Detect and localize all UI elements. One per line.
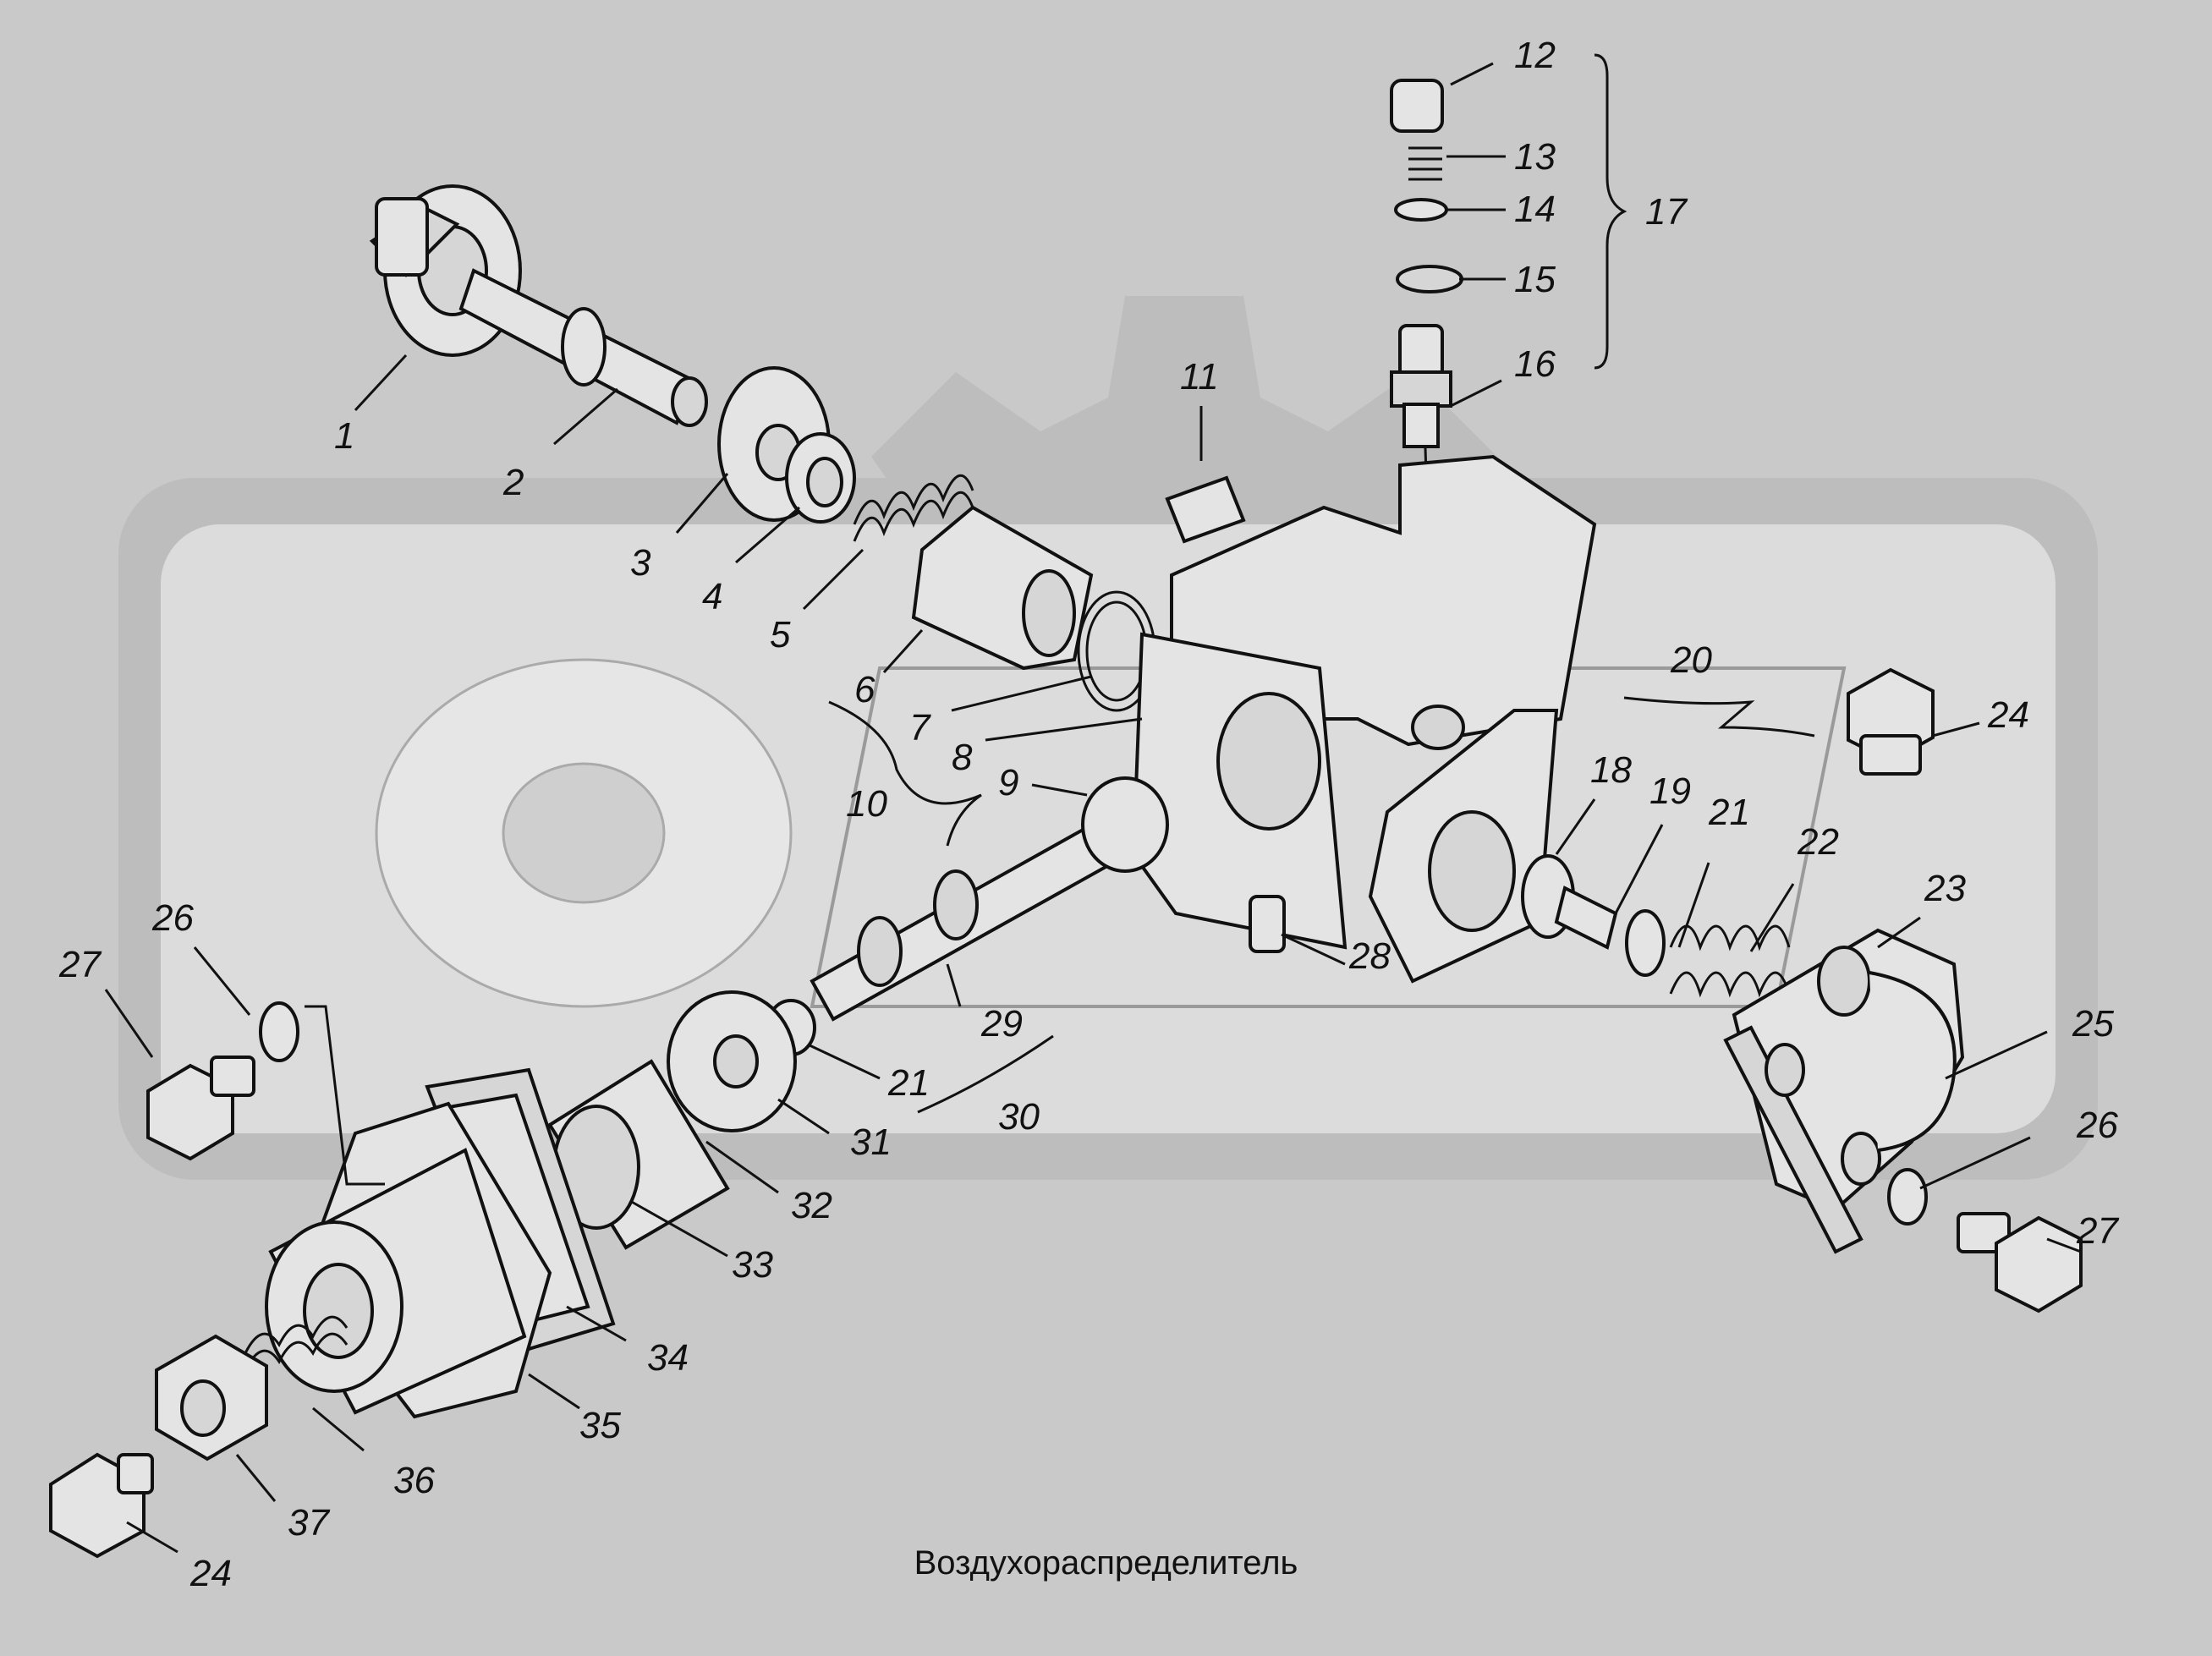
part-21-ring-right [1625, 909, 1666, 977]
part-33-sleeve [547, 1059, 730, 1250]
part-20-clip [1623, 696, 1815, 738]
part-36-spring [244, 1315, 349, 1371]
part-37-nut [155, 1334, 268, 1461]
leader-lines [104, 62, 2082, 1554]
part-28-pin [1249, 895, 1286, 953]
label-22: 22 [1797, 821, 1839, 863]
label-4: 4 [702, 576, 722, 617]
part-31-washer [667, 990, 797, 1132]
part-24-plug-left [49, 1452, 154, 1559]
part-27-bolt-right [1957, 1212, 2083, 1313]
label-26-right: 26 [2076, 1105, 2118, 1146]
label-9: 9 [998, 762, 1018, 803]
part-15-filter [1396, 265, 1463, 293]
label-25: 25 [2072, 1003, 2114, 1045]
label-35: 35 [579, 1405, 621, 1446]
label-21-left: 21 [887, 1062, 930, 1104]
part-14-plate [1394, 198, 1448, 222]
part-30-clip [917, 1034, 1054, 1114]
label-16: 16 [1514, 343, 1556, 385]
label-12: 12 [1514, 35, 1556, 76]
label-32: 32 [791, 1185, 832, 1226]
diagram-caption: Воздухораспределитель [914, 1544, 1298, 1582]
label-19: 19 [1649, 770, 1691, 812]
label-33: 33 [732, 1244, 773, 1286]
label-7: 7 [909, 707, 931, 748]
label-29: 29 [980, 1003, 1023, 1045]
bracket-17 [1594, 53, 1627, 370]
part-24-plug-right [1847, 667, 1935, 776]
label-28: 28 [1348, 935, 1391, 977]
part-2-tube [458, 268, 708, 427]
label-3: 3 [630, 542, 651, 584]
part-4-ring [785, 432, 856, 524]
label-13: 13 [1514, 136, 1556, 178]
label-17: 17 [1645, 191, 1688, 233]
label-10: 10 [846, 783, 887, 825]
label-20: 20 [1670, 639, 1712, 681]
part-13-spring [1408, 146, 1442, 181]
part-5-spring [853, 474, 974, 542]
label-1: 1 [334, 415, 354, 457]
part-29-stem [810, 776, 1169, 1022]
part-11-spring [1165, 475, 1246, 544]
part-27-bolt-left [146, 1056, 255, 1161]
label-36: 36 [393, 1460, 435, 1501]
part-26-washer-right [1887, 1168, 1928, 1226]
label-15: 15 [1514, 259, 1556, 300]
label-24-left: 24 [189, 1553, 232, 1594]
label-6: 6 [854, 669, 875, 710]
label-11: 11 [1180, 356, 1219, 398]
part-19-stem [1554, 886, 1618, 950]
label-34: 34 [647, 1337, 689, 1379]
label-37: 37 [288, 1502, 330, 1544]
part-10-clip [828, 700, 982, 847]
label-14: 14 [1514, 189, 1556, 230]
part-number-labels: 1 2 3 4 5 6 7 8 9 10 11 12 13 14 15 16 1… [58, 35, 2119, 1594]
label-27-right: 27 [2076, 1210, 2119, 1252]
label-21-right: 21 [1708, 792, 1750, 833]
part-12-cap [1390, 79, 1444, 133]
label-24-right: 24 [1987, 694, 2029, 736]
label-31: 31 [850, 1121, 892, 1163]
part-35-cylinder [265, 1101, 552, 1419]
label-27-left: 27 [58, 944, 102, 985]
label-23: 23 [1924, 868, 1966, 909]
label-8: 8 [952, 737, 973, 778]
label-5: 5 [770, 614, 791, 655]
part-26-washer-left [259, 1001, 299, 1062]
label-18: 18 [1590, 749, 1632, 791]
label-30: 30 [998, 1096, 1040, 1138]
part-6-valve-body [911, 505, 1094, 671]
label-26-left: 26 [151, 897, 194, 939]
label-2: 2 [502, 462, 524, 503]
part-22-spring [1669, 924, 1791, 998]
